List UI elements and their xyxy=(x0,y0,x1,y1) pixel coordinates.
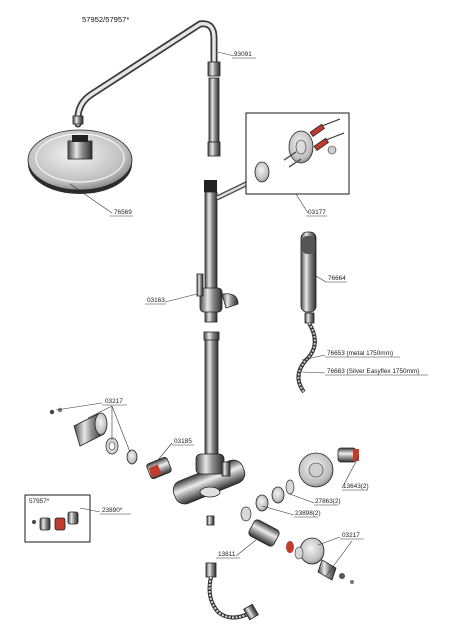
leader-lines xyxy=(55,51,428,577)
upper-riser-tube xyxy=(207,77,221,157)
label-handle-set-left: 03217 xyxy=(105,398,123,405)
shower-hose xyxy=(296,321,317,394)
label-inset-part: 23890* xyxy=(102,507,123,514)
label-head: 76569 xyxy=(114,209,132,216)
left-cartridge xyxy=(146,456,172,480)
label-cartridge-left: 03185 xyxy=(174,438,192,445)
bottom-cartridge xyxy=(248,519,304,560)
hand-shower xyxy=(300,231,317,324)
shower-head xyxy=(27,129,133,194)
label-wall-bracket: 03177 xyxy=(308,209,326,216)
label-arm: 93091 xyxy=(234,51,252,58)
diagram-title: 57952/57957* xyxy=(82,15,129,24)
label-inset: 57957* xyxy=(29,498,50,505)
label-handle-set-right: 03217 xyxy=(342,532,360,539)
label-seal-a: 27863(2) xyxy=(315,498,341,505)
label-hand-shower: 76664 xyxy=(328,275,346,282)
left-handle-set xyxy=(49,407,138,465)
optional-parts-inset xyxy=(24,494,91,543)
label-seal-b: 23898(2) xyxy=(295,510,321,517)
slider-holder xyxy=(196,273,239,313)
label-slider: 03163 xyxy=(147,297,165,304)
label-hose-silver: 76683 (Silver Easyflex 1750mm) xyxy=(327,368,419,375)
label-stop-valve: 13643(2) xyxy=(343,483,369,490)
thermostat-mixer-body xyxy=(172,453,246,526)
label-cartridge-bottom: 13811 xyxy=(218,551,236,558)
stop-valve-fittings xyxy=(240,479,295,522)
label-hose-metal: 76653 (metal 1750mm) xyxy=(327,350,393,357)
supply-hose xyxy=(205,562,259,621)
wall-bracket-inset xyxy=(245,112,350,195)
riser-rail xyxy=(203,180,250,455)
shower-arm xyxy=(72,20,221,128)
